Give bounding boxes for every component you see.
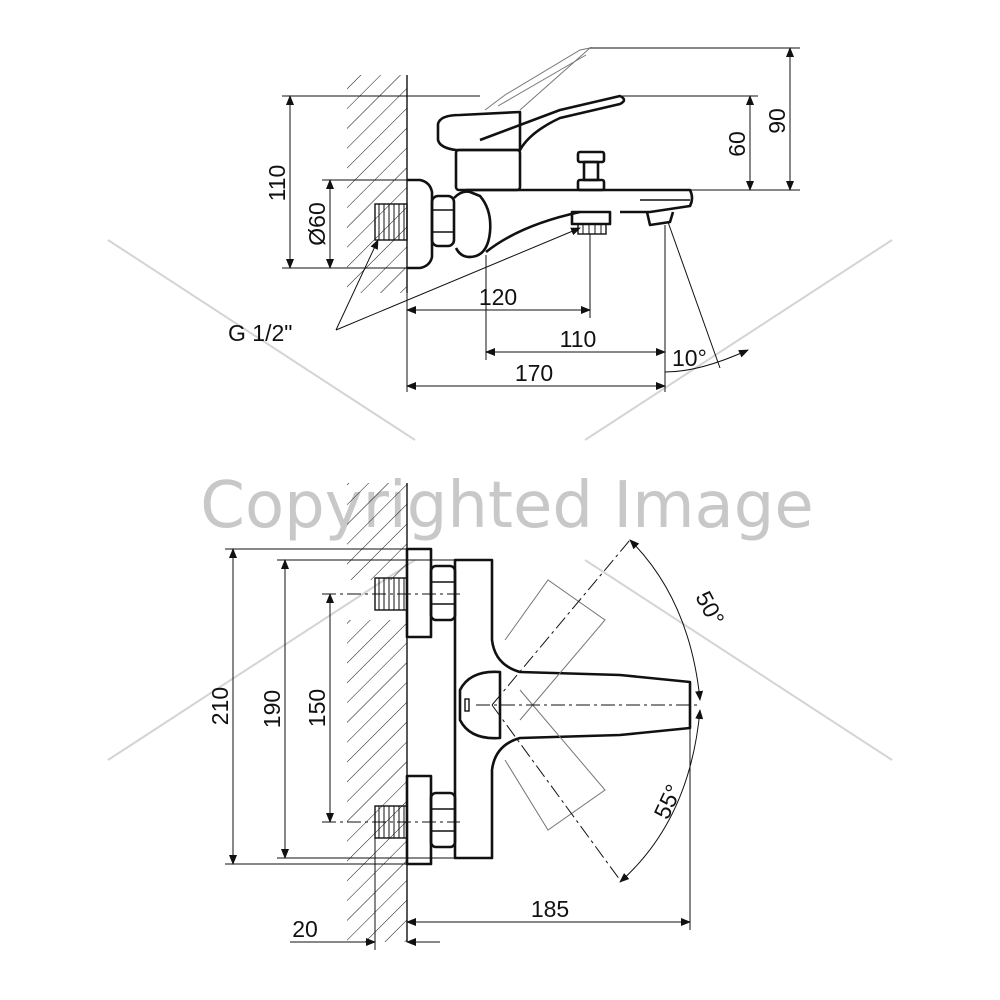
watermark-text: Copyrighted Image [200, 469, 814, 543]
dim-120: 120 [479, 284, 517, 310]
angle-10: 10° [672, 345, 707, 371]
side-view: 90 60 110 Ø60 G 1/2" 120 110 170 [228, 47, 800, 392]
dim-110-height: 110 [264, 165, 290, 202]
dim-190: 190 [259, 690, 285, 728]
dim-110-spout: 110 [560, 326, 597, 352]
dim-diameter-60: Ø60 [304, 202, 330, 245]
angle-55: 55° [649, 780, 687, 823]
front-wall-hatch-bottom [347, 620, 407, 942]
angle-50: 50° [690, 587, 729, 630]
thread-label: G 1/2" [228, 320, 292, 346]
dim-90: 90 [764, 108, 790, 134]
dim-20: 20 [292, 916, 318, 942]
dim-60: 60 [724, 131, 750, 157]
dim-150: 150 [304, 689, 330, 727]
front-view: 50° 55° 210 190 150 20 185 [207, 483, 730, 950]
dim-185: 185 [531, 896, 569, 922]
side-wall-hatch [347, 75, 407, 293]
front-wall-hatch-top [347, 483, 407, 580]
dim-170: 170 [515, 360, 553, 386]
dim-210: 210 [207, 687, 233, 725]
